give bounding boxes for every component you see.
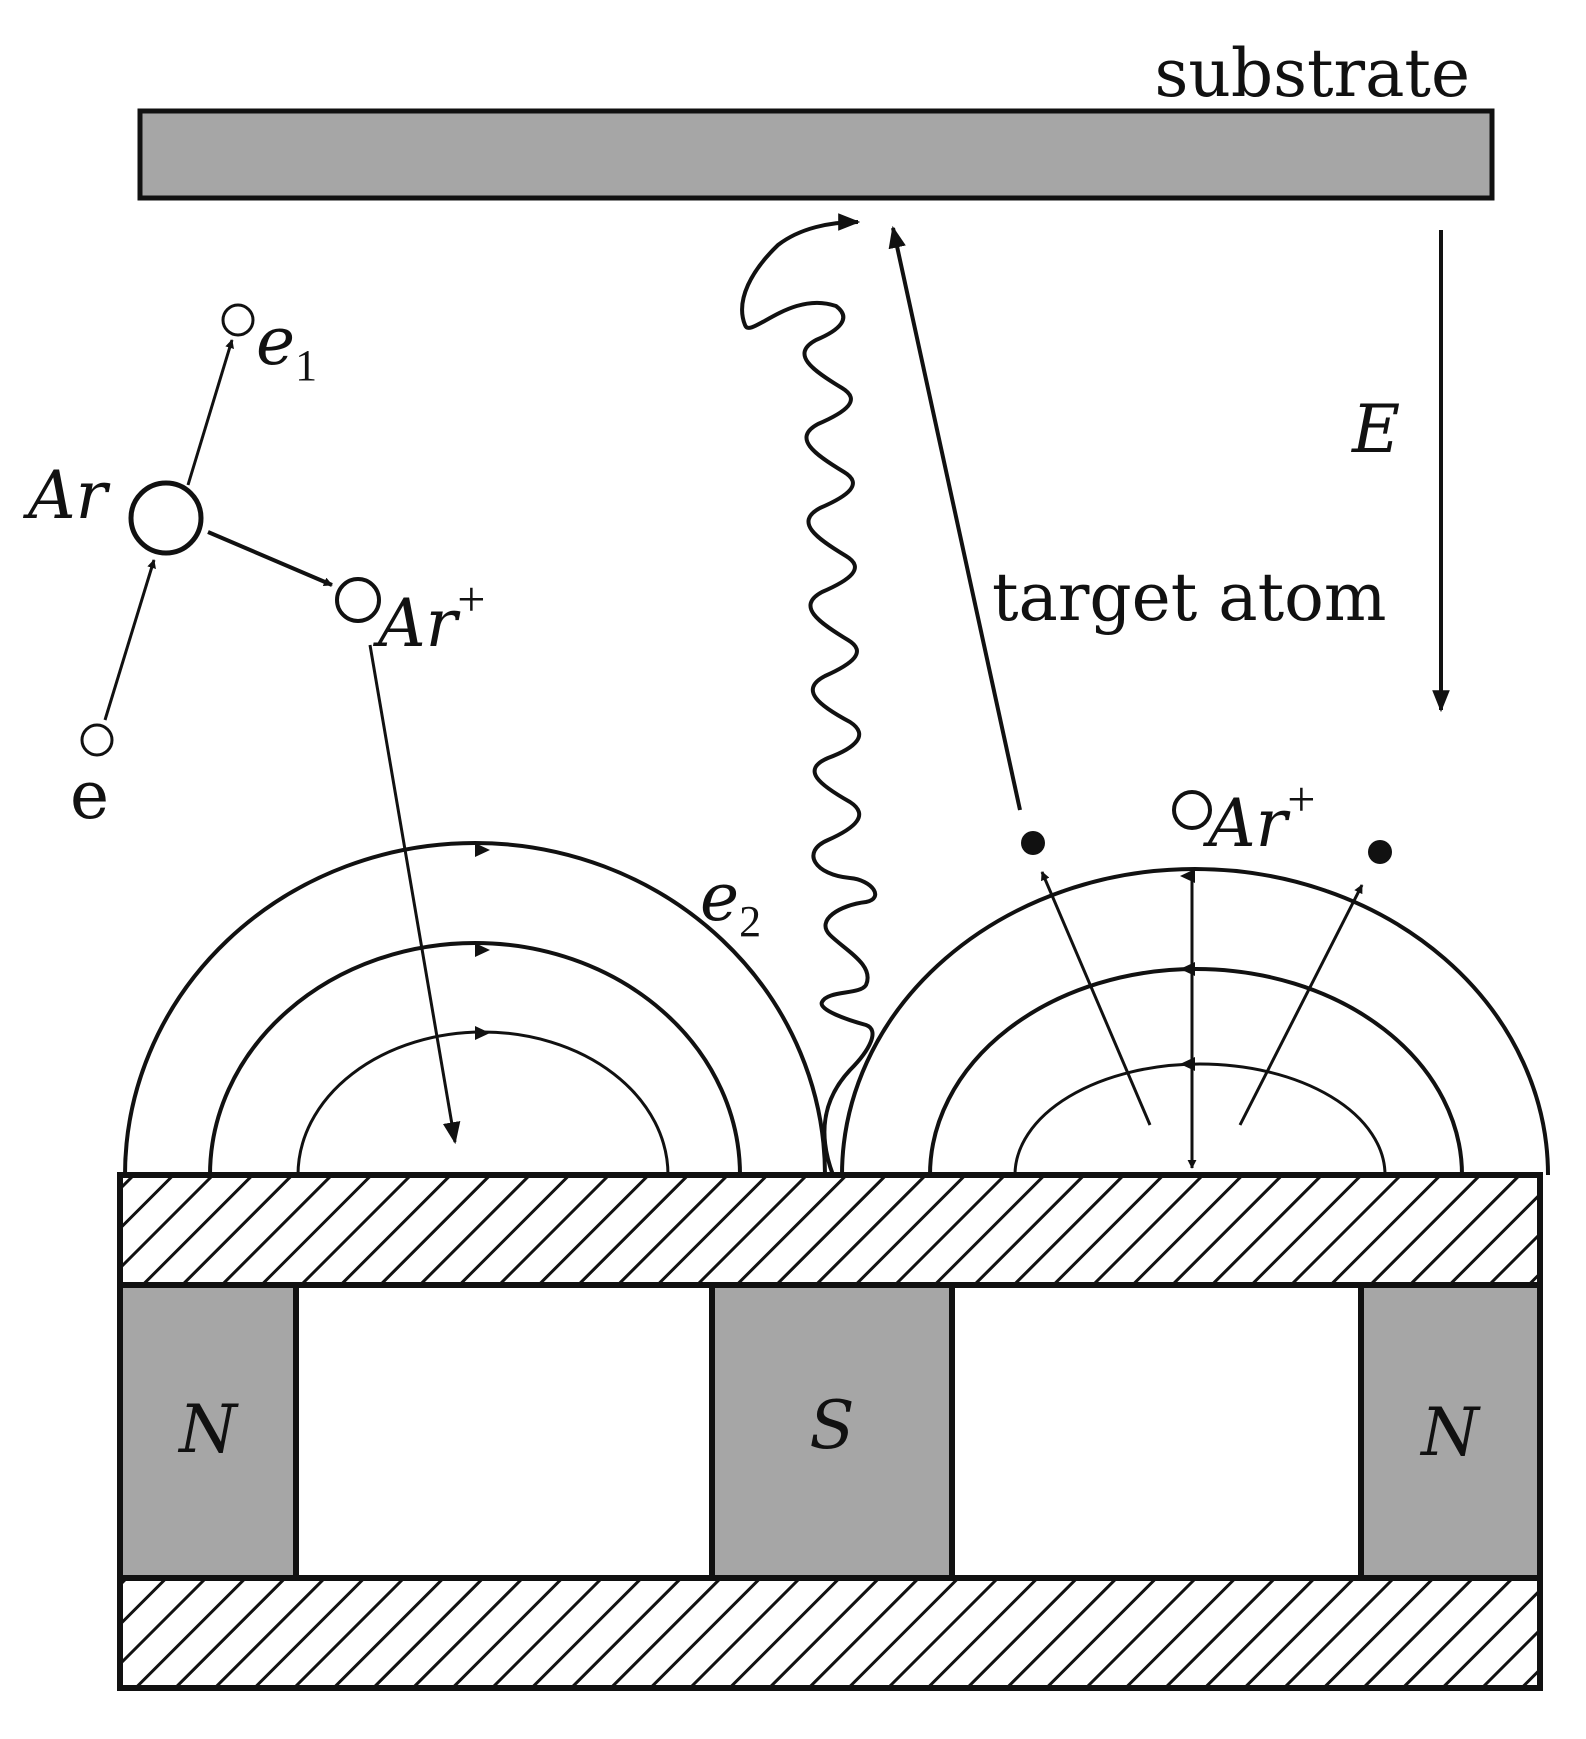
sputter-path-right (1238, 884, 1364, 1126)
target-atom-label: target atom (992, 559, 1386, 636)
target-atom-path (888, 225, 1022, 811)
ar-atom-circle (128, 480, 204, 556)
right-field-arc-outer (840, 867, 1550, 1176)
gap-left (293, 1282, 715, 1581)
magnet-center-label: S (809, 1387, 854, 1464)
magnet-right-label: N (1419, 1394, 1481, 1471)
ar-ion-acceleration-path (368, 644, 461, 1145)
ar-ion2-sup: + (1287, 771, 1315, 827)
left-field-arc-middle (208, 941, 742, 1176)
e1-base: e (256, 303, 295, 380)
ar-atom-label: Ar (22, 457, 111, 534)
magnet-right (1358, 1282, 1543, 1581)
magnet-left (117, 1282, 299, 1581)
e-field-label: E (1351, 391, 1400, 468)
ar-ion-sup: + (457, 571, 485, 627)
e1-sub: 1 (295, 341, 317, 390)
left-field-arc-inner (296, 1030, 670, 1176)
sputtered-atom-right (1368, 840, 1392, 864)
incoming-electron-circle (80, 723, 114, 757)
ar-ion-creation-path (207, 530, 333, 587)
ar-ion2-base: Ar (1202, 785, 1291, 862)
yoke-plate (117, 1575, 1543, 1691)
e1-path (186, 339, 234, 486)
e2-base: e (700, 859, 739, 936)
target-plate (117, 1172, 1543, 1288)
left-field-arrowhead-outer (475, 843, 490, 857)
substrate-label: substrate (1155, 35, 1471, 112)
right-field-arc-middle (928, 967, 1464, 1176)
magnet-assembly: N S N (117, 1282, 1543, 1581)
left-field-arrowhead-inner (475, 1026, 490, 1040)
ar-ion2-label: Ar+ (1202, 771, 1315, 862)
sputter-path-left (1040, 871, 1152, 1126)
magnet-left-label: N (177, 1391, 239, 1468)
substrate-plate (137, 108, 1495, 201)
left-field-arrowhead-middle (475, 943, 490, 957)
gap-right (949, 1282, 1364, 1581)
incoming-electron-label: e (70, 757, 109, 834)
e2-spiral-path (740, 213, 878, 1176)
e1-label: e1 (256, 303, 317, 390)
incoming-electron-path (103, 559, 156, 721)
right-field-arc-inner (1013, 1062, 1387, 1176)
e2-label: e2 (700, 859, 761, 946)
ar-ion-label: Ar+ (372, 571, 485, 662)
e1-electron-circle (221, 303, 255, 337)
sputtered-atom-left (1021, 831, 1045, 855)
ar-ion-circle (335, 577, 381, 623)
ar-ion2-circle (1172, 790, 1212, 830)
ar-ion-base: Ar (372, 585, 461, 662)
e2-sub: 2 (739, 897, 761, 946)
right-field-arrowhead-outer (1180, 869, 1195, 883)
